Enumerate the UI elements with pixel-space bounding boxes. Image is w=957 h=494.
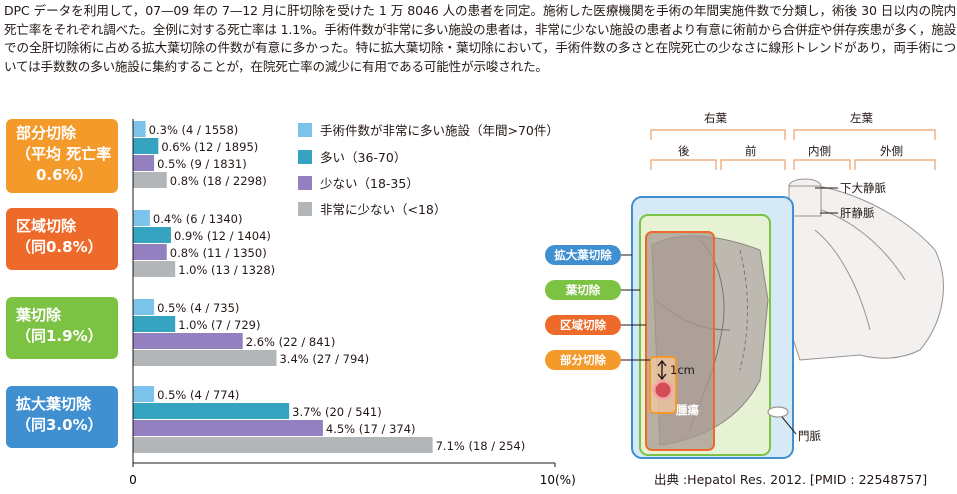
- tumor-label: 腫瘍: [676, 403, 699, 417]
- left-lobe-label: 左葉: [850, 111, 873, 125]
- right-lobe-label: 右葉: [704, 111, 727, 125]
- posterior-label: 後: [678, 144, 690, 158]
- bar: [133, 210, 150, 226]
- source-citation: 出典 :Hepatol Res. 2012. [PMID : 22548757]: [654, 472, 928, 487]
- legend-swatch: [298, 202, 312, 216]
- lateral-label: 外側: [880, 144, 903, 158]
- x-unit-label: (%): [555, 473, 576, 487]
- pill-extended-lobectomy: 拡大葉切除: [545, 245, 621, 265]
- bar: [133, 333, 243, 349]
- bar-value-label: 0.5% (4 / 774): [157, 388, 239, 402]
- bar: [133, 299, 155, 315]
- bar: [133, 121, 146, 137]
- bar-value-label: 0.5% (9 / 1831): [157, 157, 247, 171]
- bar-value-label: 1.0% (13 / 1328): [178, 263, 275, 277]
- pill-segmentectomy: 区域切除: [545, 315, 621, 335]
- legend-swatch: [298, 123, 312, 137]
- bar-value-label: 1.0% (7 / 729): [178, 318, 260, 332]
- x-tick-label: 10: [540, 473, 555, 487]
- pill-connectors: [621, 254, 650, 361]
- bar-value-label: 0.9% (12 / 1404): [174, 229, 271, 243]
- intro-text: DPC データを利用して，07—09 年の 7—12 月に肝切除を受けた 1 万…: [4, 3, 956, 74]
- bar: [133, 138, 159, 154]
- bar: [133, 420, 323, 436]
- label-leaders: [781, 187, 838, 435]
- bar-value-label: 3.4% (27 / 794): [279, 352, 369, 366]
- margin-arrow-icon: [657, 359, 667, 381]
- bar-value-label: 0.6% (12 / 1895): [161, 140, 258, 154]
- category-label: 部分切除: [16, 124, 77, 142]
- category-label: 拡大葉切除: [16, 395, 92, 413]
- lobe-brackets: [650, 129, 936, 170]
- anterior-label: 前: [745, 144, 757, 158]
- bar: [133, 403, 290, 419]
- category-subtitle: （同3.0%）: [16, 416, 103, 434]
- legend-label: 少ない（18-35）: [320, 176, 419, 191]
- bar: [133, 227, 171, 243]
- legend-item: 少ない（18-35）: [298, 175, 419, 193]
- pill-lobectomy: 葉切除: [545, 280, 621, 300]
- category-extended-lobectomy: 拡大葉切除 （同3.0%）: [6, 386, 118, 448]
- pill-partial-resection: 部分切除: [545, 350, 621, 370]
- margin-label: 1cm: [670, 363, 695, 377]
- legend-item: 多い（36-70）: [298, 149, 406, 167]
- legend-swatch: [298, 176, 312, 190]
- category-subtitle: （同1.9%）: [16, 327, 103, 345]
- x-tick-label: 0: [129, 473, 137, 487]
- bar: [133, 172, 167, 188]
- bar-value-label: 0.4% (6 / 1340): [153, 212, 243, 226]
- legend-item: 非常に少ない（<18）: [298, 201, 446, 219]
- bar-value-label: 0.8% (11 / 1350): [170, 246, 267, 260]
- portal-vein-label: 門脈: [798, 429, 821, 443]
- bar-value-label: 2.6% (22 / 841): [246, 335, 336, 349]
- category-subtitle: （平均 死亡率: [16, 145, 112, 163]
- bar-value-label: 0.3% (4 / 1558): [149, 123, 239, 137]
- bar-value-label: 0.8% (18 / 2298): [170, 174, 267, 188]
- ivc-label: 下大静脈: [840, 181, 886, 195]
- bar: [133, 316, 176, 332]
- legend-label: 手術件数が非常に多い施設（年間>70件）: [320, 123, 559, 138]
- bar-value-label: 0.5% (4 / 735): [157, 301, 239, 315]
- category-lobectomy: 葉切除 （同1.9%）: [6, 297, 118, 359]
- left-lobe-shape: [789, 183, 944, 361]
- ivc-shape: [788, 178, 822, 217]
- category-segmentectomy: 区域切除 （同0.8%）: [6, 208, 118, 270]
- medial-label: 内側: [808, 144, 831, 158]
- category-label: 葉切除: [16, 306, 62, 324]
- portal-vein-shape: [767, 406, 789, 418]
- bar: [133, 437, 433, 453]
- bar: [133, 155, 155, 171]
- legend-item: 手術件数が非常に多い施設（年間>70件）: [298, 122, 559, 140]
- category-rate: 0.6%）: [36, 166, 93, 184]
- bar-value-label: 7.1% (18 / 254): [436, 439, 526, 453]
- hepatic-vein-label: 肝静脈: [840, 206, 875, 220]
- legend-label: 非常に少ない（<18）: [320, 202, 447, 217]
- tumor-mark: [652, 379, 674, 401]
- bar-value-label: 4.5% (17 / 374): [326, 422, 416, 436]
- bar-value-label: 3.7% (20 / 541): [292, 405, 382, 419]
- bar: [133, 350, 277, 366]
- category-partial-resection: 部分切除 （平均 死亡率 0.6%）: [6, 119, 118, 193]
- bar: [133, 244, 167, 260]
- legend-swatch: [298, 150, 312, 164]
- legend-label: 多い（36-70）: [320, 150, 407, 165]
- bar: [133, 386, 155, 402]
- category-subtitle: （同0.8%）: [16, 238, 103, 256]
- bar: [133, 261, 176, 277]
- category-label: 区域切除: [16, 217, 77, 235]
